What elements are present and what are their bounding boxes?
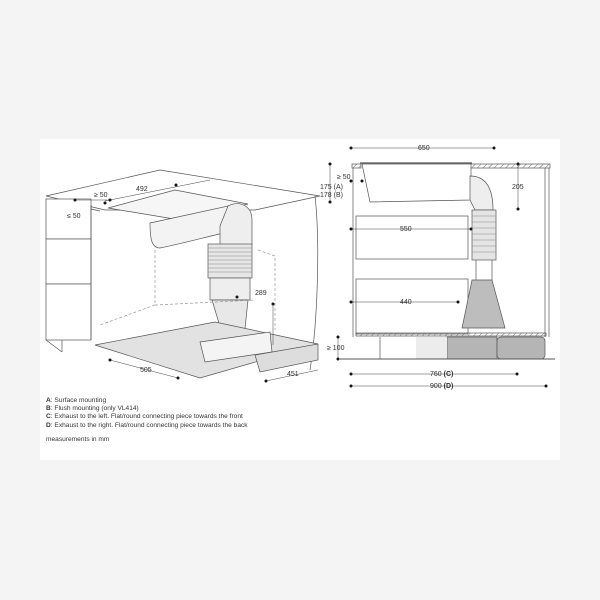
dim-min-front: ≥ 50 (94, 192, 108, 199)
dim-depth-d: 900 (D) (430, 383, 453, 390)
dim-height-a: 175 (A) (320, 184, 343, 191)
dim-elbow-height: 205 (512, 184, 524, 191)
dim-depth-c: 760 (C) (430, 371, 453, 378)
dim-cutout-width: 492 (136, 186, 148, 193)
legend: A: Surface mounting B: Flush mounting (o… (46, 397, 248, 444)
side-dimensions (328, 146, 548, 388)
legend-item-d: D: Exhaust to the right. Flat/round conn… (46, 421, 248, 429)
legend-item-b: B: Flush mounting (only VL414) (46, 405, 139, 413)
legend-item-c: C: Exhaust to the left. Flat/round conne… (46, 413, 243, 421)
units-note: measurements in mm (46, 435, 110, 443)
dim-max-front: ≤ 50 (67, 213, 81, 220)
dim-height-b: 178 (B) (320, 192, 343, 199)
dim-lower-depth: 440 (400, 299, 412, 306)
dim-total-width: 650 (418, 145, 430, 152)
dim-upper-depth: 550 (400, 226, 412, 233)
legend-item-a: A: Surface mounting (46, 397, 107, 404)
dim-duct-height: 289 (255, 290, 267, 297)
dim-plinth-height: ≥ 100 (327, 345, 345, 352)
dim-plinth-width: 451 (287, 371, 299, 378)
perspective-view (45, 169, 321, 379)
dim-plinth-depth: 505 (140, 367, 152, 374)
perspective-dimensions (73, 179, 319, 383)
dim-min-gap: ≥ 50 (337, 174, 351, 181)
side-view (340, 162, 555, 360)
